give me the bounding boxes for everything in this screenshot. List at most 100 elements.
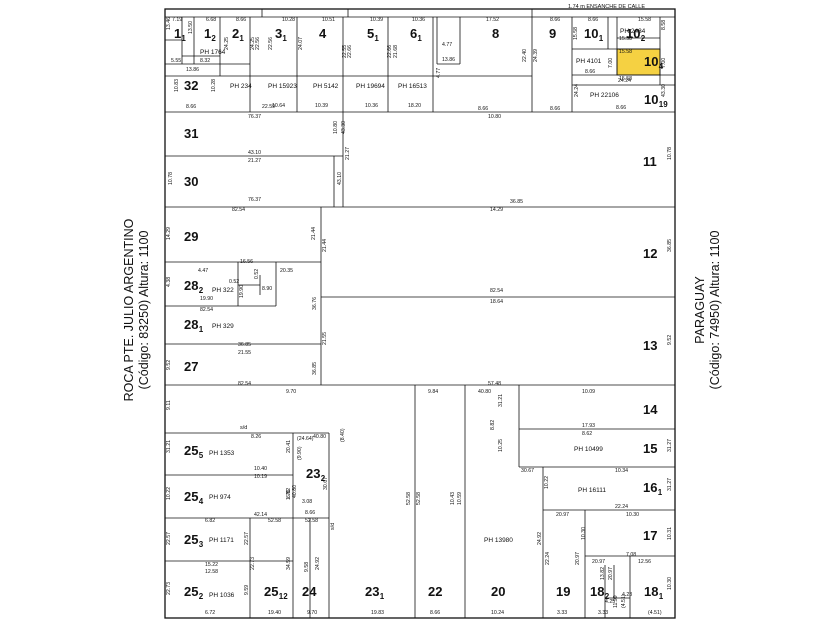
dimension-label: 10.80	[488, 114, 501, 120]
dimension-label: 9.11	[166, 400, 172, 410]
lot-number: 20	[491, 584, 505, 599]
lot-number: 12	[643, 246, 657, 261]
lot-22[interactable]: 22	[428, 584, 442, 599]
dimension-label: 3.08	[302, 499, 312, 505]
lot-27[interactable]: 27	[184, 359, 198, 374]
dimension-label: 22.73	[250, 557, 256, 570]
dimension-label: 30.67	[521, 468, 534, 474]
dimension-label: 9.52	[166, 360, 172, 370]
lot-29[interactable]: 29	[184, 229, 198, 244]
lot-20[interactable]: 20	[491, 584, 505, 599]
ph-number: PH 2434	[620, 28, 646, 35]
lot-number: 1	[204, 26, 211, 41]
dimension-label: 31.27	[667, 478, 673, 491]
dimension-label: 21.68	[393, 45, 399, 58]
lot-number: 6	[410, 26, 417, 41]
dimension-label: 18.64	[490, 299, 503, 305]
lot-13[interactable]: 13	[643, 338, 657, 353]
ph-number: PH 1171	[209, 537, 234, 544]
dimension-label: 30.67	[323, 477, 329, 490]
lot-subindex: 1	[282, 34, 287, 43]
lot-20b[interactable]: PH 13980	[484, 537, 513, 544]
dimension-label: 8.66	[478, 106, 488, 112]
lot-number: 14	[643, 402, 658, 417]
lot-17[interactable]: 17	[643, 528, 657, 543]
dimension-label: 18.20	[408, 103, 421, 109]
east-street-label: PARAGUAY (Código: 74950) Altura: 1100	[693, 231, 722, 390]
dimension-label: 24.25	[224, 37, 230, 50]
dimension-label: 9.84	[428, 389, 438, 395]
lot-subindex: 2	[605, 592, 610, 601]
dimension-label: 22.73	[166, 582, 172, 595]
dimension-label: (9.90)	[297, 446, 303, 460]
dimension-label: 15.58	[638, 17, 651, 23]
block-boundary	[164, 8, 676, 619]
dimension-label: 10.34	[615, 468, 628, 474]
dimension-label: 7.08	[626, 552, 636, 558]
dimension-label: 17.93	[582, 423, 595, 429]
dimension-label: 21.55	[322, 332, 328, 345]
lot-19[interactable]: 19	[556, 584, 570, 599]
lot-9[interactable]: 9	[549, 26, 556, 41]
dimension-label: 13.86	[442, 57, 455, 63]
dimension-label: 13.46	[166, 17, 172, 30]
dimension-label: 76.37	[248, 197, 261, 203]
dimension-label: 76.37	[248, 114, 261, 120]
lot-number: 23	[365, 584, 379, 599]
dimension-label: 4.38	[166, 277, 172, 287]
dimension-label: 8.58	[661, 20, 667, 30]
lot-4[interactable]: 4PH 5142	[313, 26, 339, 90]
west-street-name: ROCA PTE. JULIO ARGENTINO	[122, 218, 136, 401]
dimension-label: 40.80	[313, 434, 326, 440]
lot-11[interactable]: 11	[643, 154, 657, 169]
dimension-label: (4.51)	[621, 594, 627, 608]
dimension-label: 52.58	[268, 518, 281, 524]
dimension-label: 21.27	[248, 158, 261, 164]
lot-14[interactable]: 14	[643, 402, 658, 417]
lot-30[interactable]: 30	[184, 174, 198, 189]
ph-number: PH 19694	[356, 83, 385, 90]
lot-32b[interactable]: PH 15923	[268, 83, 297, 90]
dimension-label: 10.25	[498, 439, 504, 452]
dimension-label: 31.27	[667, 439, 673, 452]
dimension-label: 40.80	[478, 389, 491, 395]
lot-number: 18	[590, 584, 604, 599]
dimension-label: 21.27	[345, 147, 351, 160]
dimension-label: 6.72	[205, 610, 215, 616]
lot-24[interactable]: 24	[302, 584, 317, 599]
dimension-label: 8.26	[251, 434, 261, 440]
lot-8[interactable]: 8	[492, 26, 499, 41]
dimension-label: 20.97	[556, 512, 569, 518]
dimension-label: 22.59	[262, 104, 275, 110]
lot-number: 17	[643, 528, 657, 543]
lot-12[interactable]: 12	[643, 246, 657, 261]
lot-number: 28	[184, 278, 198, 293]
lot-31[interactable]: 31	[184, 126, 198, 141]
dimension-label: 22.66	[387, 45, 393, 58]
dimension-label: 20.35	[280, 268, 293, 274]
